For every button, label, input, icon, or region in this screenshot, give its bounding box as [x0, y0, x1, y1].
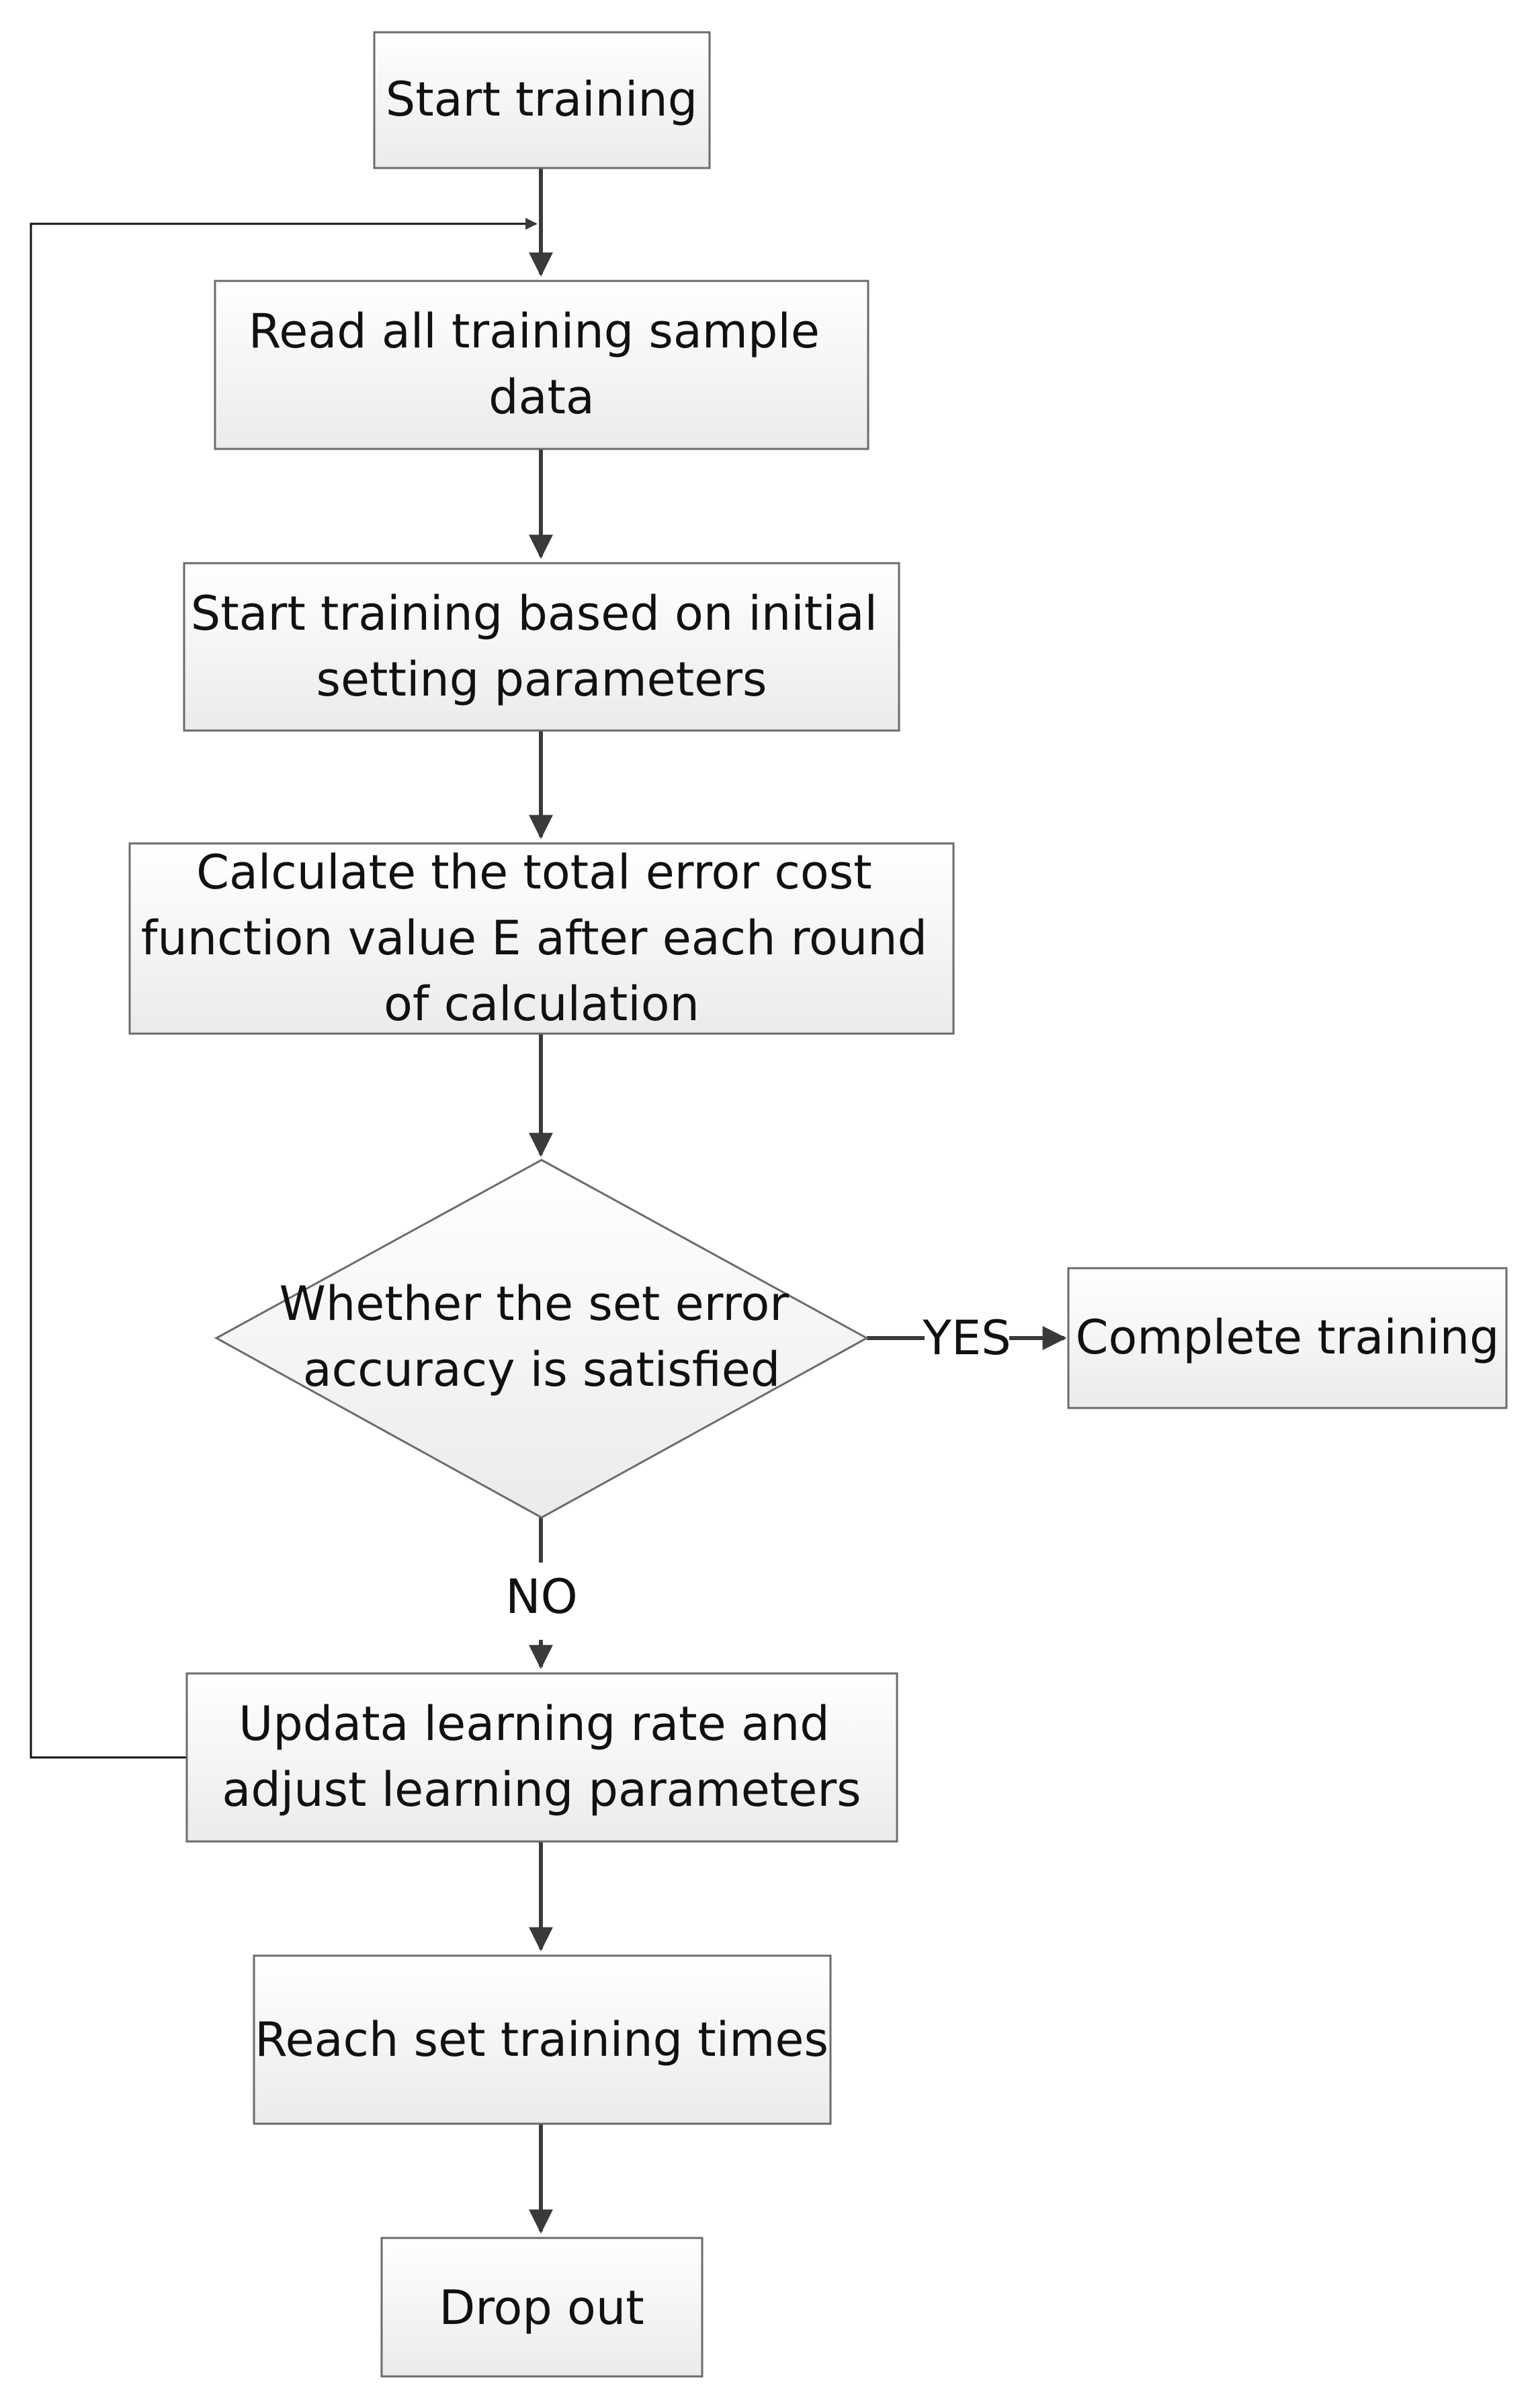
update-box: [185, 1672, 898, 1843]
svg-text:Complete training: Complete training: [1076, 1310, 1500, 1365]
svg-text:Start training: Start training: [386, 72, 697, 127]
svg-text:Read all training sample: Read all training sample data: [249, 304, 835, 425]
reach-label: Reach set training times: [255, 2012, 828, 2067]
start-box: [373, 31, 711, 169]
feedback-loop: [30, 218, 538, 1759]
update-label-line-2: adjust learning parameters: [222, 1762, 861, 1817]
decision-diamond: [214, 1159, 869, 1519]
calc-label-line-2: function value E after each round: [141, 911, 927, 966]
svg-text:Whether the set error ac: Whether the set error accuracy is satisf…: [280, 1276, 804, 1397]
decision-label-line-2: accuracy is satisfied: [303, 1342, 781, 1397]
start-label: Start training: [386, 72, 697, 127]
read-label-line-1: Read all training sample: [249, 304, 820, 359]
reach-box: [253, 1954, 832, 2125]
node-begin: Start training based on initial setting …: [183, 562, 900, 732]
svg-text:Updata learning rate and: Updata learning rate and adjust learning…: [222, 1696, 861, 1817]
read-label-line-2: data: [488, 370, 595, 425]
svg-text:Reach set training times: Reach set training times: [255, 2012, 828, 2067]
svg-text:Calculate the total error cost: Calculate the total error cost function …: [141, 845, 943, 1032]
node-calc: Calculate the total error cost function …: [128, 842, 955, 1035]
calc-box: [128, 842, 955, 1035]
node-dropout: Drop out: [380, 2237, 704, 2378]
node-complete: Complete training: [1067, 1267, 1508, 1409]
connectors: [529, 168, 1067, 2234]
calc-label-line-3: of calculation: [384, 977, 699, 1032]
read-box: [214, 280, 869, 450]
begin-box: [183, 562, 900, 732]
node-start: Start training: [373, 31, 711, 169]
node-decision: Whether the set error accuracy is satisf…: [214, 1159, 869, 1519]
update-label-line-1: Updata learning rate and: [239, 1696, 830, 1751]
node-read: Read all training sample data: [214, 280, 869, 450]
node-update: Updata learning rate and adjust learning…: [185, 1672, 898, 1843]
begin-label-line-2: setting parameters: [316, 652, 767, 707]
decision-label-line-1: Whether the set error: [280, 1276, 790, 1331]
calc-label-line-1: Calculate the total error cost: [196, 845, 872, 900]
no-label: NO: [505, 1569, 577, 1624]
loop-line: [30, 218, 538, 1759]
dropout-box: [380, 2237, 704, 2378]
complete-label: Complete training: [1076, 1310, 1500, 1365]
svg-text:Start training based on initia: Start training based on initial setting …: [191, 586, 892, 707]
node-reach: Reach set training times: [253, 1954, 832, 2125]
svg-text:Drop out: Drop out: [439, 2280, 644, 2335]
dropout-label: Drop out: [439, 2280, 644, 2335]
begin-label-line-1: Start training based on initial: [191, 586, 878, 641]
yes-label: YES: [922, 1311, 1011, 1366]
complete-box: [1067, 1267, 1508, 1409]
